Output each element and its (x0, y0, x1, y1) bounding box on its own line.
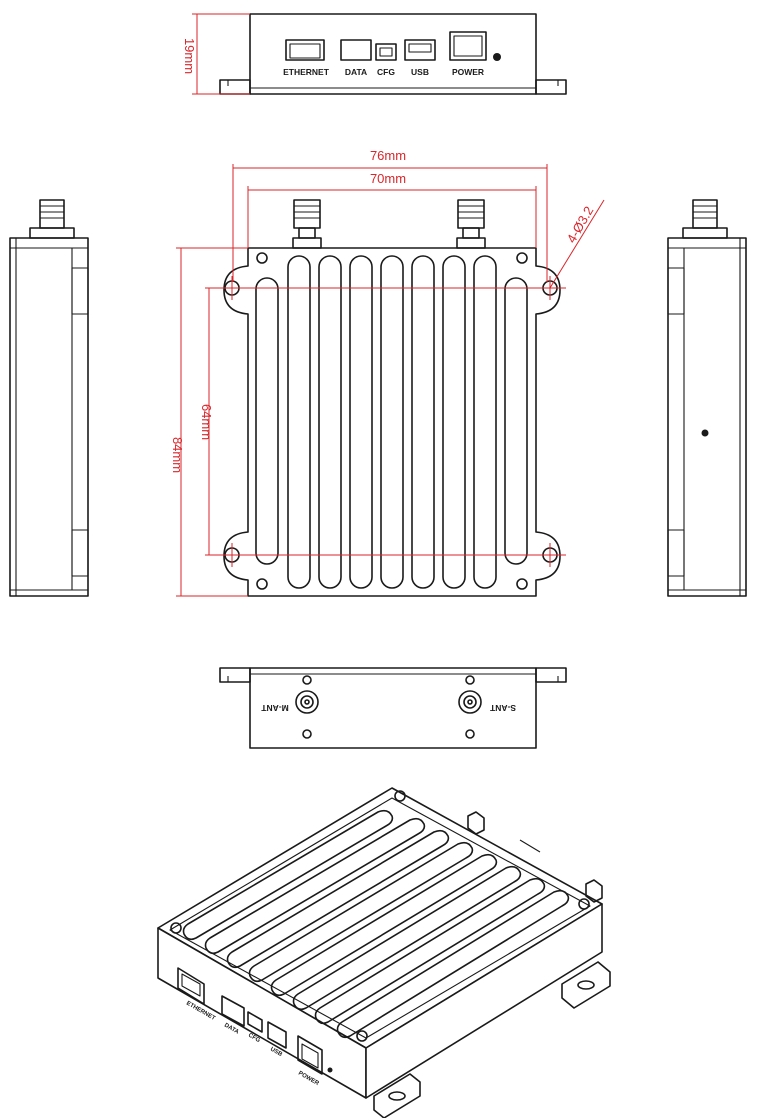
heatsink-fins (255, 255, 528, 589)
power-label: POWER (452, 67, 484, 77)
width-outer-text: 76mm (370, 148, 406, 163)
length-outer-dimension: 84mm (170, 247, 248, 597)
hole-dim-text: 4-Ø3.2 (564, 204, 597, 246)
usb-label: USB (411, 67, 429, 77)
m-ant-label: M-ANT (261, 703, 289, 713)
usb-port: USB (404, 39, 436, 77)
front-view: ETHERNET DATA CFG USB POWER (182, 13, 567, 95)
s-ant-connector: S-ANT (458, 675, 516, 739)
ethernet-port: ETHERNET (283, 39, 330, 77)
length-holes-dimension: 64mm (199, 287, 244, 556)
rear-view: M-ANT S-ANT (219, 667, 567, 749)
data-label: DATA (345, 67, 367, 77)
power-port: POWER (449, 31, 501, 77)
m-ant-connector: M-ANT (261, 675, 319, 739)
iso-power-label: POWER (297, 1071, 320, 1088)
ethernet-label: ETHERNET (283, 67, 330, 77)
left-side-view (9, 199, 89, 597)
s-ant-label: S-ANT (489, 703, 516, 713)
iso-fins (182, 809, 570, 1039)
height-dimension: 19mm (182, 13, 250, 95)
cfg-port: CFG (375, 43, 397, 77)
right-side-view (667, 199, 747, 597)
width-holes-text: 70mm (370, 171, 406, 186)
length-outer-text: 84mm (170, 437, 185, 473)
length-holes-text: 64mm (199, 404, 214, 440)
width-holes-dimension: 70mm (247, 171, 537, 248)
hole-dimension: 4-Ø3.2 (549, 199, 605, 289)
iso-cfg-label: CFG (247, 1033, 261, 1045)
width-outer-dimension: 76mm (232, 148, 548, 282)
antenna-left (292, 199, 322, 249)
led-indicator (493, 53, 501, 61)
antenna-right (456, 199, 486, 249)
cfg-label: CFG (377, 67, 395, 77)
height-dim-text: 19mm (182, 38, 197, 74)
iso-usb-label: USB (269, 1047, 284, 1059)
isometric-view: ETHERNET DATA CFG USB POWER (157, 787, 611, 1118)
data-port: DATA (340, 39, 372, 77)
top-view: 76mm 70mm 84mm 64mm (170, 148, 605, 597)
